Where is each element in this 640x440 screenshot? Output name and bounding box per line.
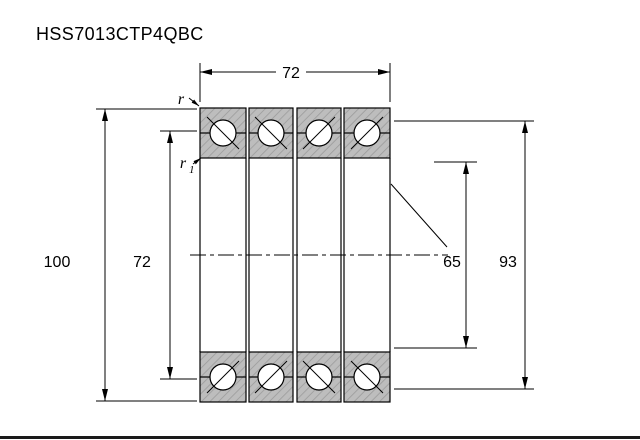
dimension-value-outer-diameter: 100	[44, 254, 71, 271]
dimension-value-bore-diameter: 65	[443, 254, 461, 271]
dimension-value-shoulder-diameter: 93	[499, 254, 517, 271]
r-leader-line	[188, 97, 200, 107]
contact-angle-line-bottom	[254, 360, 288, 394]
dimension-shoulder-diameter: 93	[394, 120, 534, 390]
contact-angle-line-bottom	[302, 360, 336, 394]
dimension-text-bg	[276, 62, 306, 81]
contact-angle-line-bottom	[206, 360, 240, 394]
r-label: r	[178, 91, 185, 108]
bearing-unit-2	[248, 107, 294, 403]
page-bottom-rule	[0, 436, 640, 439]
radius-labels: r r 1	[178, 91, 202, 176]
page-title: HSS7013CTP4QBC	[36, 24, 204, 44]
r1-leader-line	[192, 157, 202, 165]
dimension-value-total-width: 72	[282, 65, 300, 82]
contact-angle-line-top	[302, 116, 336, 150]
contact-angle-line-top	[254, 116, 288, 150]
contact-angle-line-bottom	[350, 360, 384, 394]
contact-angle-line-top	[206, 116, 240, 150]
leader-line	[390, 183, 448, 248]
dimension-outer-diameter: 100	[44, 108, 197, 402]
dimension-value-inner-width: 72	[133, 254, 151, 271]
r1-label: r	[180, 155, 187, 172]
dimension-bore-diameter: 65	[390, 161, 477, 349]
dimension-inner-width: 72	[133, 130, 197, 380]
r1-subscript: 1	[189, 164, 195, 176]
bearing-unit-4	[343, 107, 391, 403]
bearing-cross-section	[190, 107, 448, 403]
dimension-annotations: 72 100 72 65	[44, 62, 534, 402]
bearing-unit-3	[296, 107, 342, 403]
contact-angle-line-top	[350, 116, 384, 150]
bearing-unit-1	[199, 107, 247, 403]
dimension-total-width: 72	[199, 62, 391, 102]
